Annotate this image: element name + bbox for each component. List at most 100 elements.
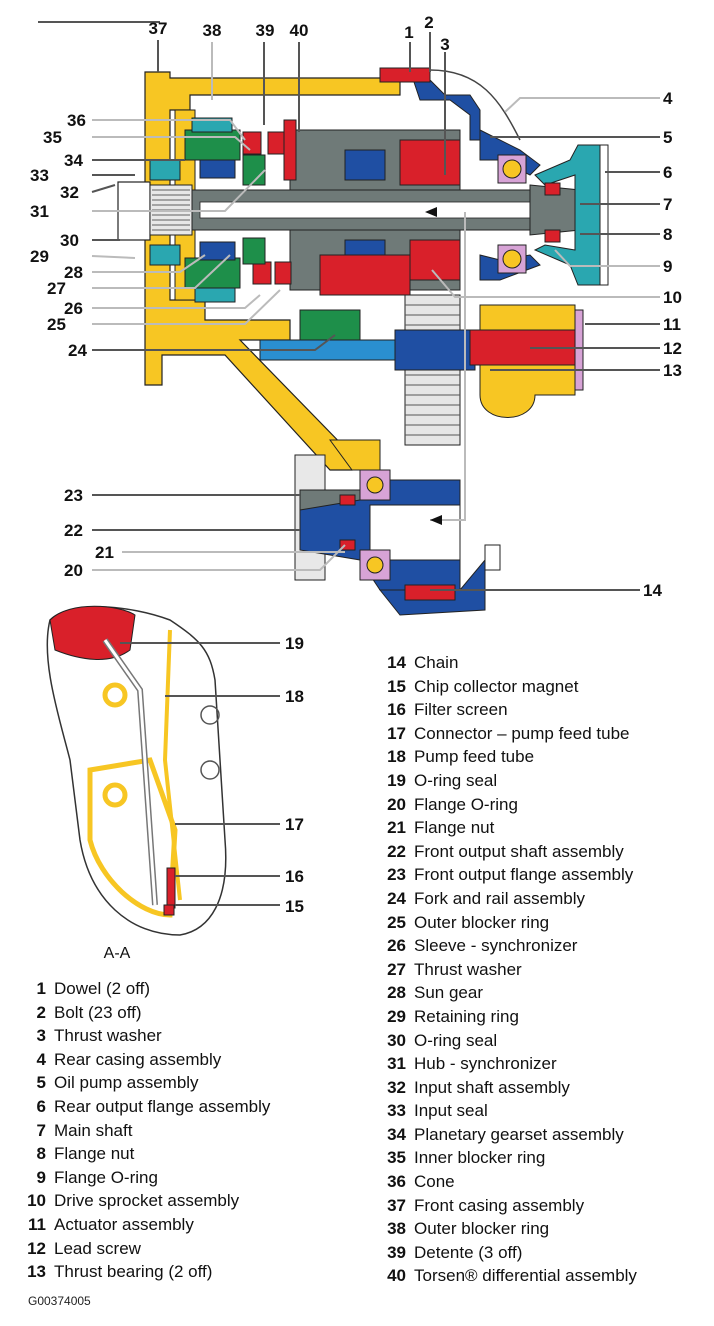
legend-number: 17 (387, 723, 406, 743)
legend-label: Flange nut (54, 1144, 135, 1164)
legend-item: 12 Lead screw (20, 1237, 270, 1261)
legend-number: 4 (36, 1049, 46, 1069)
callout-1: 1 (404, 23, 413, 42)
legend-label: Front output flange assembly (414, 865, 634, 885)
legend-number: 37 (387, 1195, 406, 1215)
legend-number: 32 (387, 1077, 406, 1097)
legend-number: 21 (387, 818, 406, 838)
legend-label: Torsen® differential assembly (414, 1266, 637, 1286)
legend-number: 11 (28, 1214, 46, 1234)
legend-number: 34 (387, 1124, 406, 1144)
callout-15: 15 (285, 897, 304, 916)
callout-2: 2 (424, 13, 433, 32)
legend-label: Chip collector magnet (414, 676, 579, 696)
legend-number: 2 (36, 1002, 46, 1022)
legend-label: Main shaft (54, 1120, 133, 1140)
legend-number: 15 (387, 676, 406, 696)
legend-label: Thrust washer (54, 1026, 162, 1046)
callout-labels: 1 2 3 4 5 6 7 8 9 10 11 12 13 14 15 16 1… (30, 13, 682, 916)
front-output-assembly (294, 454, 501, 616)
legend-label: Fork and rail assembly (414, 888, 586, 908)
legend-item: 3 Thrust washer (20, 1024, 270, 1048)
callout-17: 17 (285, 815, 304, 834)
legend-item: 24 Fork and rail assembly (380, 887, 637, 911)
callout-8: 8 (663, 225, 672, 244)
legend-label: Outer blocker ring (414, 912, 550, 932)
callout-37: 37 (149, 19, 168, 38)
section-a-a-detail: A-A (46, 605, 227, 962)
legend-label: Outer blocker ring (414, 1219, 550, 1239)
legend-number: 36 (387, 1172, 406, 1192)
legend-label: Thrust bearing (2 off) (54, 1262, 213, 1282)
legend-number: 7 (36, 1120, 46, 1140)
synchronizer (242, 119, 297, 285)
callout-22: 22 (64, 521, 83, 540)
legend-number: 29 (387, 1006, 406, 1026)
callout-7: 7 (663, 195, 672, 214)
legend-label: Oil pump assembly (54, 1073, 199, 1093)
callout-36: 36 (67, 111, 86, 130)
legend-item: 16 Filter screen (380, 698, 637, 722)
legend-number: 3 (36, 1026, 46, 1046)
torsen-differential-assembly (319, 139, 461, 296)
callout-28: 28 (64, 263, 83, 282)
legend-label: Flange nut (414, 818, 495, 838)
legend-label: Front output shaft assembly (414, 841, 624, 861)
callout-14: 14 (643, 581, 662, 600)
callout-24: 24 (68, 341, 87, 360)
legend-label: Flange O-ring (414, 794, 518, 814)
callout-20: 20 (64, 561, 83, 580)
legend-number: 12 (27, 1238, 46, 1258)
callout-32: 32 (60, 183, 79, 202)
legend-item: 8 Flange nut (20, 1142, 270, 1166)
legend-number: 30 (387, 1030, 406, 1050)
legend-label: Actuator assembly (54, 1214, 194, 1234)
callout-4: 4 (663, 89, 673, 108)
legend-item: 11 Actuator assembly (20, 1213, 270, 1237)
legend-number: 16 (387, 700, 406, 720)
callout-6: 6 (663, 163, 672, 182)
callout-10: 10 (663, 288, 682, 307)
legend-label: Filter screen (414, 700, 508, 720)
legend-label: Thrust washer (414, 959, 522, 979)
legend-item: 13 Thrust bearing (2 off) (20, 1260, 270, 1284)
legend-number: 35 (387, 1148, 406, 1168)
legend-number: 24 (387, 888, 406, 908)
leader-lines (38, 21, 660, 906)
callout-39: 39 (256, 21, 275, 40)
legend-item: 21 Flange nut (380, 816, 637, 840)
legend-label: Lead screw (54, 1238, 141, 1258)
legend-number: 13 (27, 1262, 46, 1282)
legend-item: 7 Main shaft (20, 1119, 270, 1143)
callout-27: 27 (47, 279, 66, 298)
legend-label: Rear output flange assembly (54, 1096, 271, 1116)
legend-number: 8 (36, 1144, 46, 1164)
legend-number: 10 (27, 1191, 46, 1211)
legend-item: 6 Rear output flange assembly (20, 1095, 271, 1119)
legend-number: 9 (36, 1167, 46, 1187)
legend-number: 38 (387, 1219, 406, 1239)
legend-number: 6 (36, 1096, 46, 1116)
callout-3: 3 (440, 35, 449, 54)
legend-label: Dowel (2 off) (54, 979, 151, 998)
legend-label: Sleeve - synchronizer (414, 936, 578, 956)
legend-number: 5 (36, 1073, 46, 1093)
actuator-assembly (469, 304, 584, 418)
